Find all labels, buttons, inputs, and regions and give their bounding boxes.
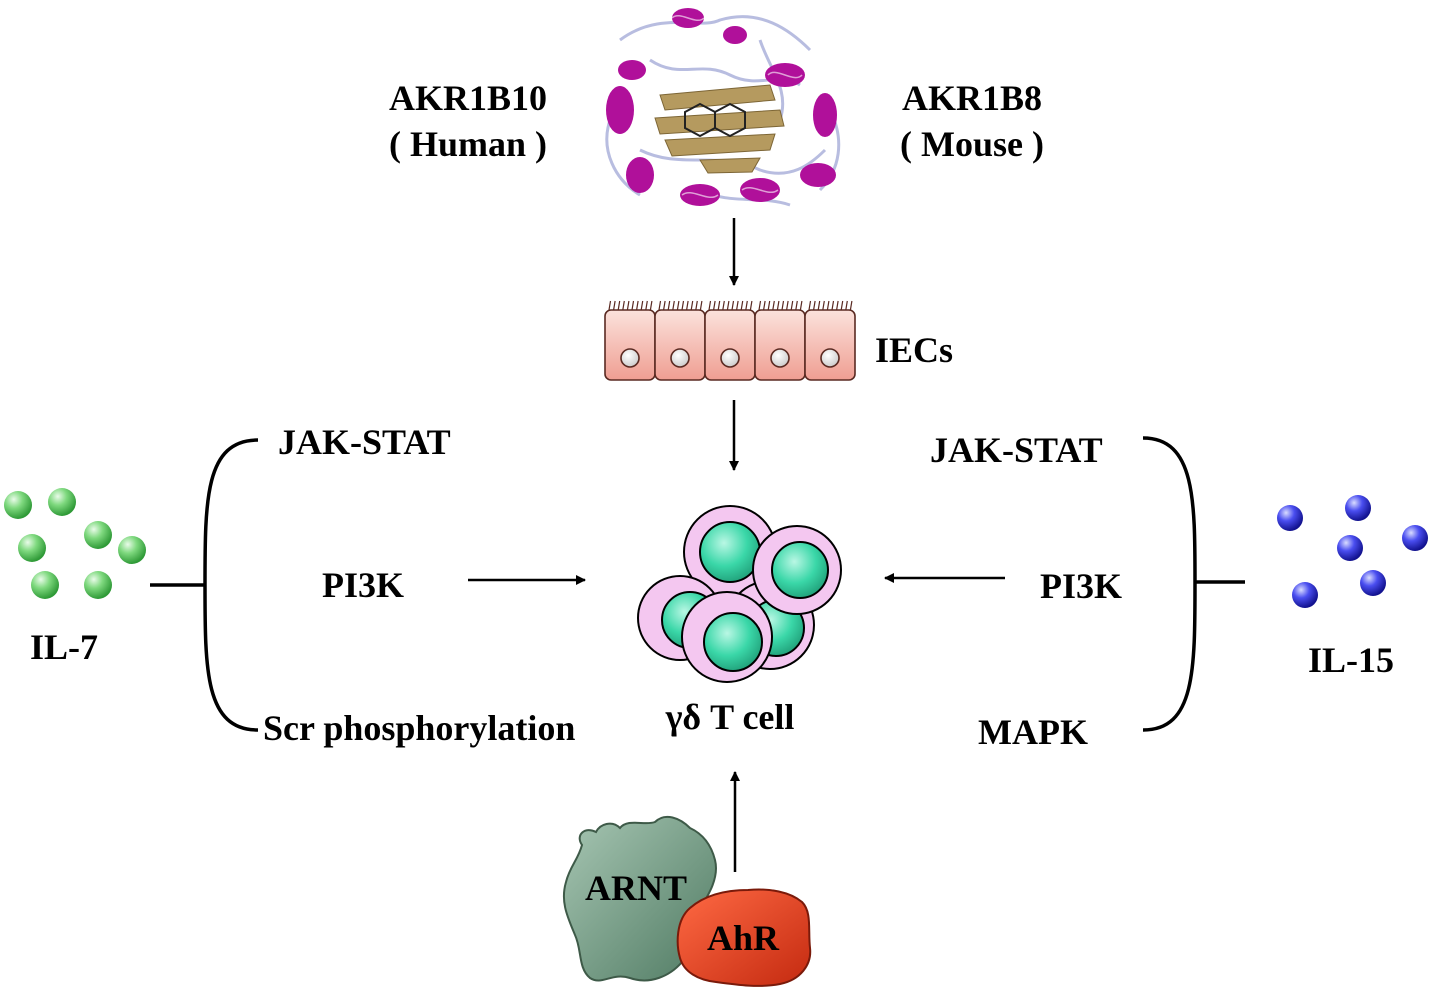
left-pi3k-label: PI3K (322, 565, 405, 605)
il15-label: IL-15 (1308, 640, 1395, 680)
arnt-label: ARNT (585, 868, 688, 908)
right-bracket (1142, 436, 1197, 732)
il15-particles-icon (1277, 495, 1428, 608)
akr1b10-label: AKR1B10 (388, 78, 547, 118)
akr1b8-label: AKR1B8 (901, 78, 1042, 118)
iec-cell (754, 300, 806, 381)
right-jak-stat-label: JAK-STAT (930, 430, 1103, 470)
iecs-label: IECs (875, 330, 954, 370)
tcell (752, 525, 842, 615)
ahr-label: AhR (707, 918, 780, 958)
left-bracket (203, 438, 259, 732)
tcell (681, 591, 773, 683)
il7-label: IL-7 (30, 627, 99, 667)
ahr-protein-icon (676, 888, 812, 987)
mouse-species-label: ( Mouse ) (900, 124, 1044, 164)
right-mapk-label: MAPK (978, 712, 1088, 752)
tcell-label: γδ T cell (665, 697, 795, 737)
iec-cell (704, 300, 756, 381)
left-jak-stat-label: JAK-STAT (278, 422, 451, 462)
left-scr-phosphorylation-label: Scr phosphorylation (263, 708, 576, 748)
right-pi3k-label: PI3K (1040, 566, 1123, 606)
human-species-label: ( Human ) (388, 124, 547, 164)
iec-cell (604, 300, 656, 381)
tcell-cluster-icon (637, 505, 842, 683)
iec-cell (654, 300, 706, 381)
il7-particles-icon (4, 488, 146, 599)
protein-structure-icon (605, 8, 841, 207)
iecs-epithelium-icon (604, 300, 856, 381)
iec-cell (804, 300, 856, 381)
